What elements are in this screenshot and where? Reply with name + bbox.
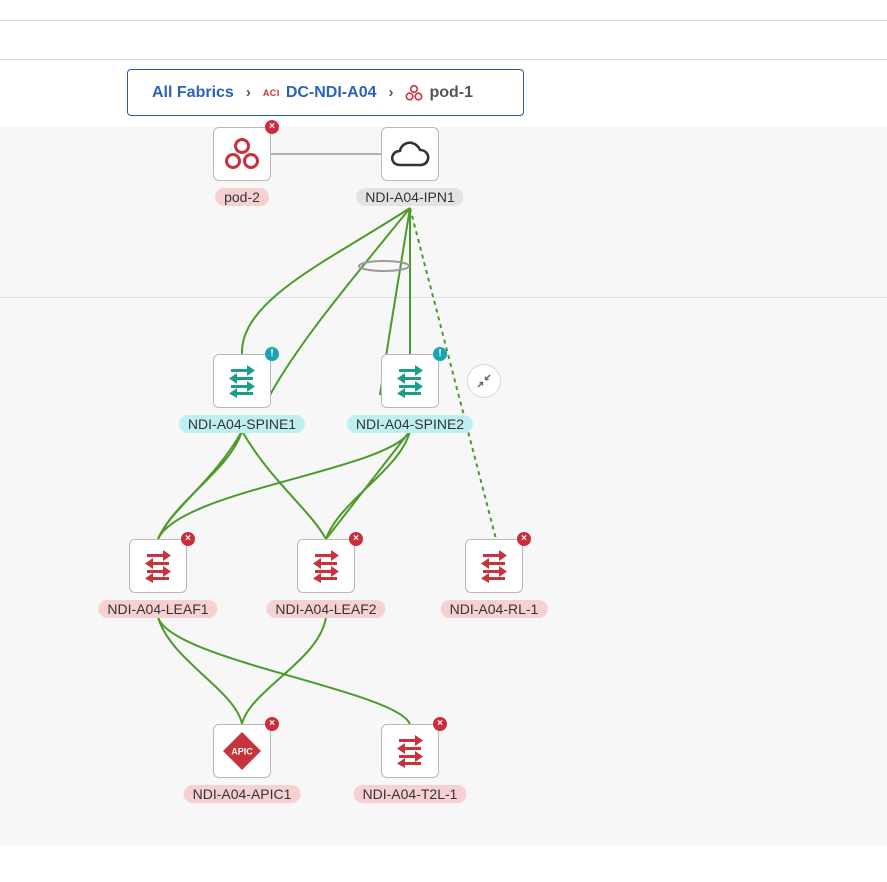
switch-icon: [229, 365, 255, 398]
pod-icon: [225, 138, 259, 169]
link-spine2-leaf1: [157, 430, 411, 540]
node-spine1[interactable]: [213, 354, 271, 408]
inter-pod-area: [0, 127, 887, 297]
switch-icon: [313, 550, 339, 583]
link-ipn-spine1: [240, 207, 411, 355]
node-ipn[interactable]: [381, 127, 439, 181]
node-spine2[interactable]: [381, 354, 439, 408]
node-apic1[interactable]: APIC: [213, 724, 271, 778]
collapse-pod-button[interactable]: [467, 364, 501, 398]
toolbar-divider: [0, 59, 887, 60]
breadcrumb-separator: ›: [245, 84, 251, 101]
top-divider: [0, 20, 887, 21]
node-label-pod-2: pod-2: [215, 188, 269, 206]
link-ipn-spine1: [269, 207, 411, 396]
apic-icon: APIC: [223, 732, 261, 770]
error-badge-icon: ×: [349, 532, 363, 546]
error-badge-icon: ×: [265, 717, 279, 731]
node-pod-2[interactable]: [213, 127, 271, 181]
error-badge-icon: ×: [181, 532, 195, 546]
link-ipn-rl1: [409, 207, 497, 540]
pod-icon: [405, 84, 423, 101]
link-leaf2-apic1: [241, 616, 327, 725]
link-spine1-leaf1: [157, 430, 243, 540]
link-spine2-leaf2: [325, 430, 411, 540]
apic-text: APIC: [231, 747, 253, 757]
error-badge-icon: ×: [517, 532, 531, 546]
link-leaf1-t2l1: [157, 616, 411, 725]
error-badge-icon: ×: [265, 120, 279, 134]
node-leaf2[interactable]: [297, 539, 355, 593]
link-leaf1-apic1: [157, 616, 243, 725]
collapse-arrows-icon: [477, 374, 491, 388]
switch-icon: [481, 550, 507, 583]
node-leaf1[interactable]: [129, 539, 187, 593]
node-t2l1[interactable]: [381, 724, 439, 778]
node-label-leaf2: NDI-A04-LEAF2: [266, 600, 386, 618]
error-badge-icon: ×: [433, 717, 447, 731]
aci-tag: ACI: [262, 87, 280, 98]
node-label-ipn: NDI-A04-IPN1: [356, 188, 464, 206]
breadcrumb-fabric[interactable]: DC-NDI-A04: [285, 83, 377, 101]
breadcrumb-separator: ›: [388, 84, 394, 101]
fabric-links: [157, 207, 497, 725]
port-channel-indicator: [358, 260, 410, 272]
node-label-spine1: NDI-A04-SPINE1: [178, 415, 306, 433]
node-rl1[interactable]: [465, 539, 523, 593]
node-label-spine2: NDI-A04-SPINE2: [346, 415, 474, 433]
node-label-apic1: NDI-A04-APIC1: [183, 785, 301, 803]
link-spine1-leaf2: [241, 430, 327, 540]
info-badge-icon: !: [433, 347, 447, 361]
node-label-leaf1: NDI-A04-LEAF1: [98, 600, 218, 618]
switch-icon: [145, 550, 171, 583]
switch-icon: [397, 735, 423, 768]
info-badge-icon: !: [265, 347, 279, 361]
pod-area-divider: [0, 297, 887, 298]
breadcrumb-all-fabrics[interactable]: All Fabrics: [152, 83, 234, 101]
link-spine2-leaf2: [325, 430, 411, 540]
node-label-t2l1: NDI-A04-T2L-1: [353, 785, 467, 803]
breadcrumb-pod: pod-1: [429, 83, 474, 101]
switch-icon: [397, 365, 423, 398]
cloud-icon: [390, 141, 430, 167]
breadcrumb: All Fabrics › ACI DC-NDI-A04 › pod-1: [127, 69, 524, 116]
node-label-rl1: NDI-A04-RL-1: [440, 600, 548, 618]
